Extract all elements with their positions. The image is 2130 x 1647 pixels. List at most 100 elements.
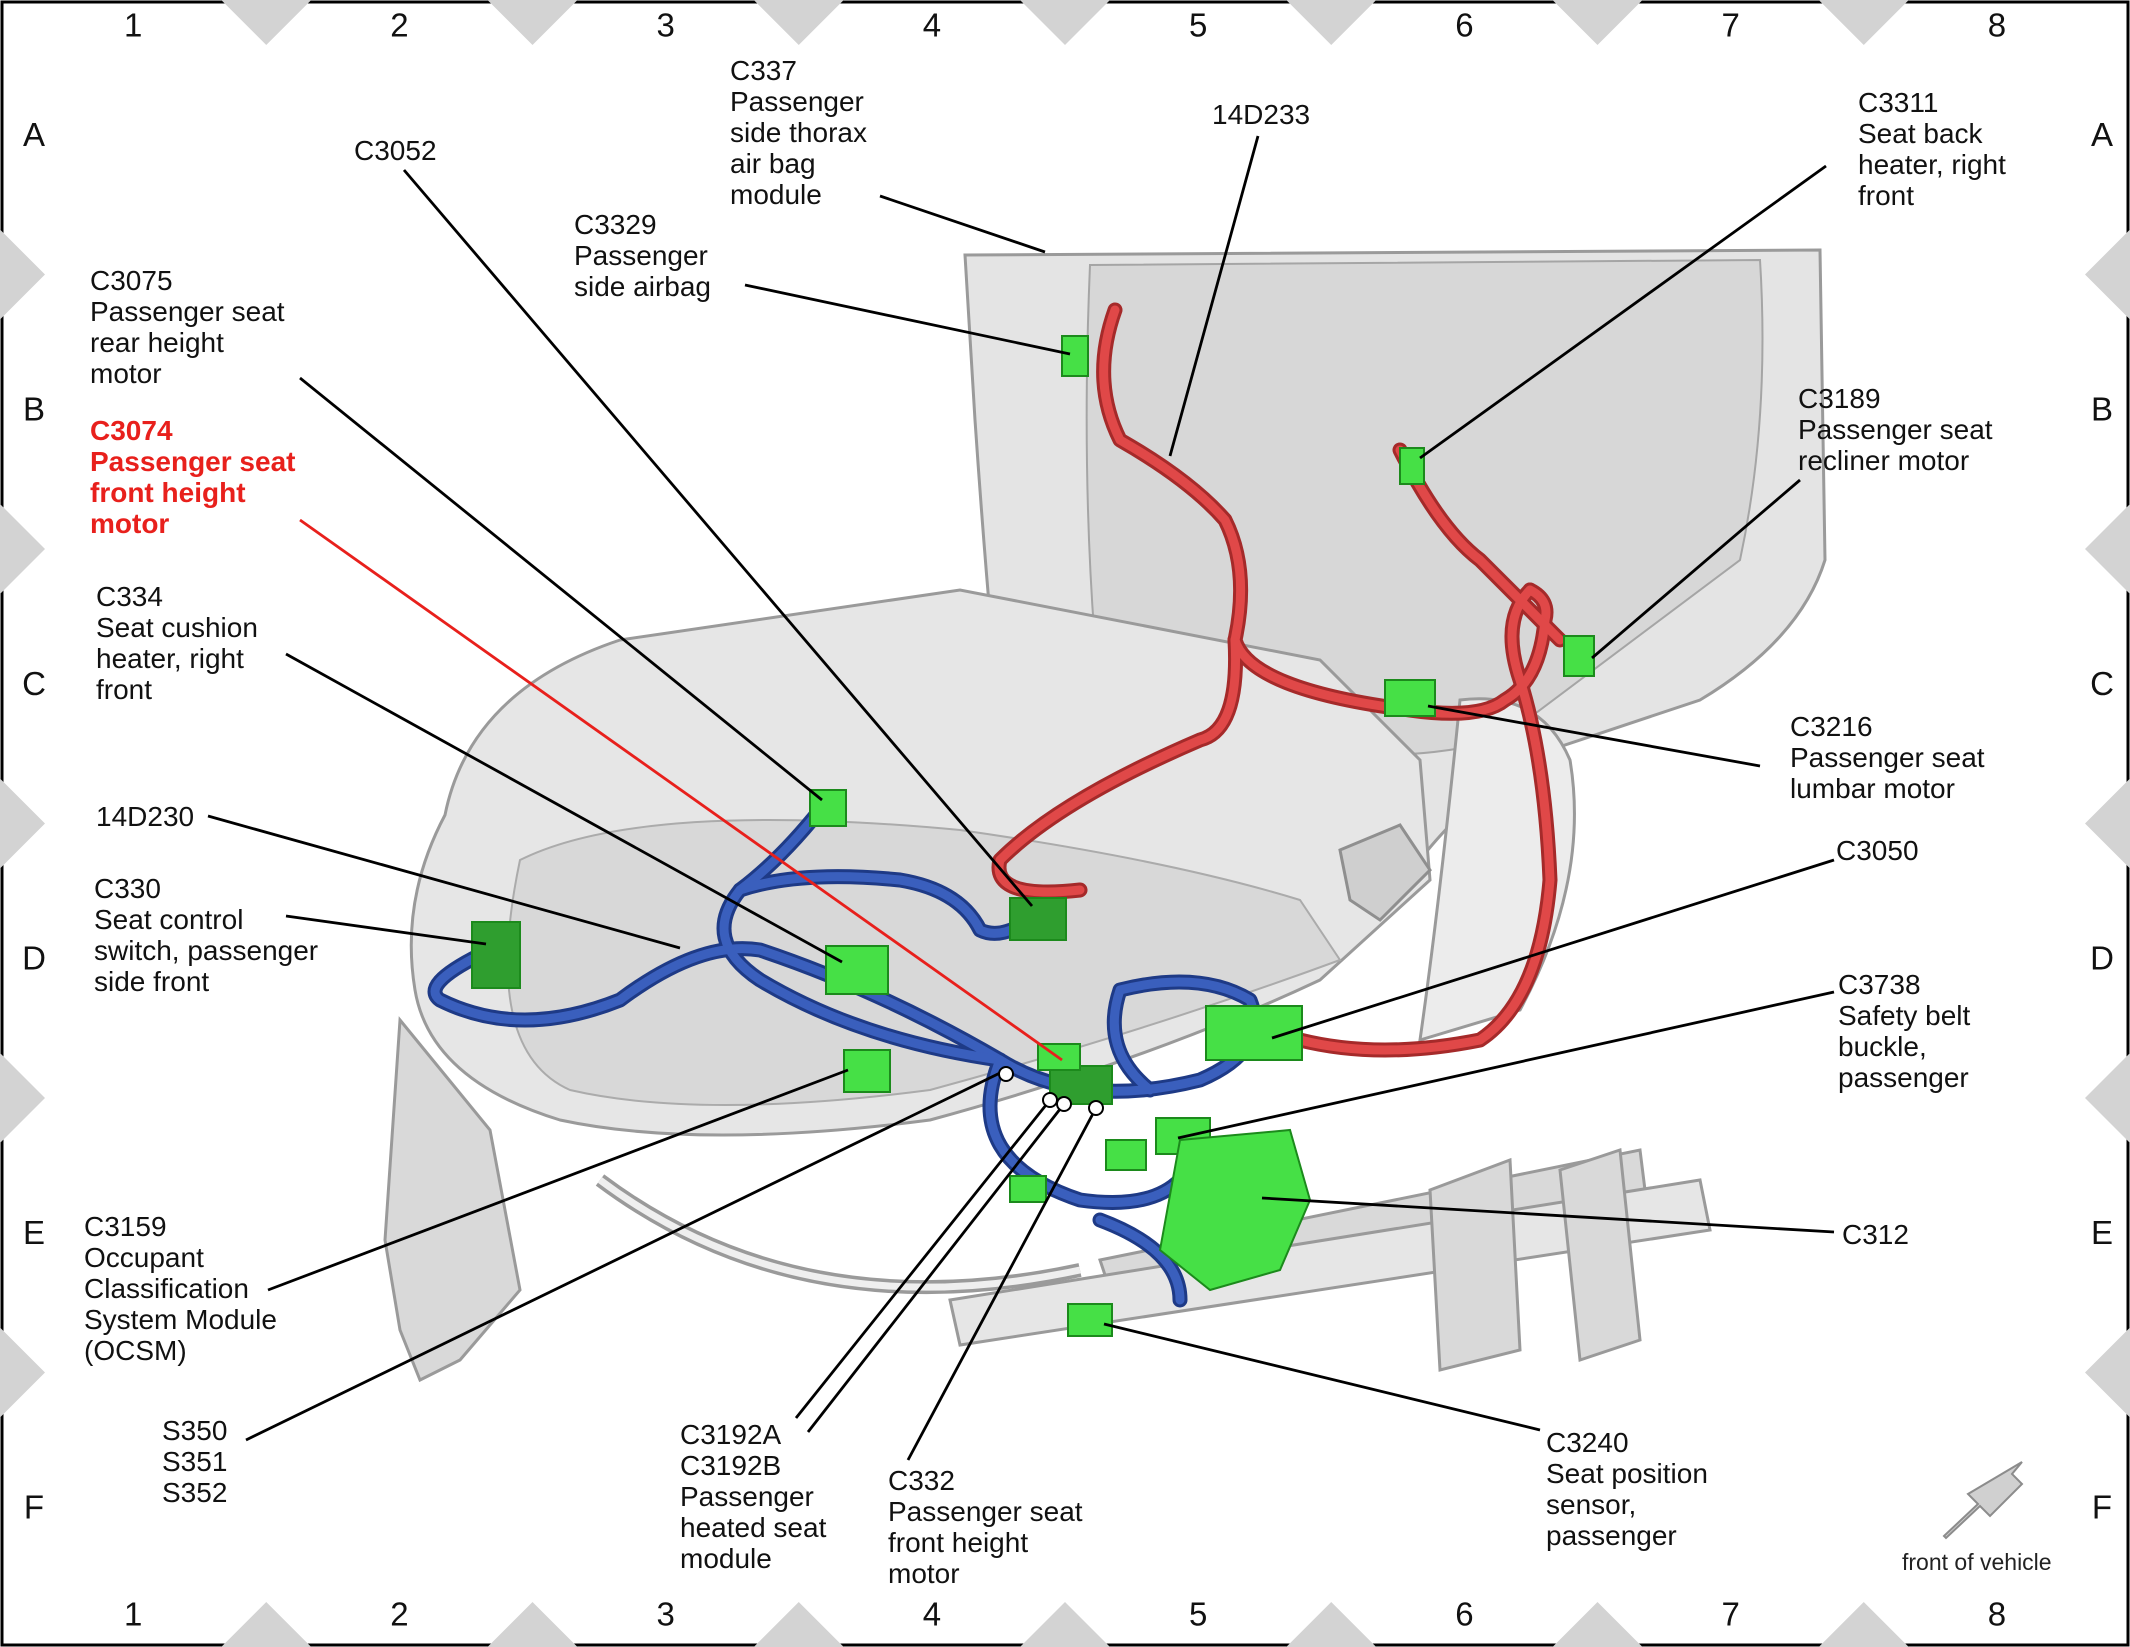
label-line: side airbag — [574, 271, 711, 302]
grid-marker-left — [0, 229, 45, 320]
label-line: front — [96, 674, 152, 705]
column-label-bottom: 4 — [923, 1596, 941, 1633]
grid-marker-top — [1286, 0, 1377, 45]
label-line: System Module — [84, 1304, 277, 1335]
column-label-bottom: 8 — [1988, 1596, 2006, 1633]
grid-marker-bottom — [1020, 1602, 1110, 1647]
label-line: heated seat — [680, 1512, 827, 1543]
connector-c312 — [1158, 1128, 1312, 1292]
label-line: Seat control — [94, 904, 243, 935]
leader-lines — [207, 135, 1835, 1461]
row-label-left: D — [22, 939, 46, 976]
leader-c312 — [1261, 1196, 1835, 1234]
grid-marker-bottom — [753, 1602, 844, 1647]
label-line: motor — [90, 358, 162, 389]
label-line: C3329 — [574, 209, 657, 240]
leader-c3050 — [1271, 858, 1835, 1040]
leader-c3311 — [1419, 164, 1827, 460]
leader-c334 — [285, 652, 843, 964]
leader-c3189 — [1591, 478, 1801, 660]
column-label-top: 3 — [656, 7, 674, 44]
label-line: C3240 — [1546, 1427, 1629, 1458]
row-label-right: D — [2090, 939, 2114, 976]
column-label-top: 8 — [1988, 7, 2006, 44]
connector-c330 — [471, 921, 521, 989]
connector-c332 — [1105, 1139, 1147, 1171]
leader-c3192b — [806, 1103, 1066, 1433]
leader-c3075 — [299, 376, 823, 802]
label-line: C3189 — [1798, 383, 1881, 414]
leader-c3159 — [267, 1068, 849, 1292]
leader-14d233 — [1168, 135, 1260, 457]
grid-marker-right — [2085, 504, 2130, 594]
grid-marker-right — [2085, 1053, 2130, 1143]
label-line: C3074 — [90, 415, 173, 446]
label-c3052: C3052 — [354, 135, 437, 166]
column-label-bottom: 2 — [390, 1596, 408, 1633]
label-line: Seat cushion — [96, 612, 258, 643]
grid-marker-left — [0, 1053, 45, 1143]
connector-c3189 — [1563, 635, 1595, 677]
label-14d233: 14D233 — [1212, 99, 1310, 130]
label-line: heater, right — [96, 643, 244, 674]
label-line: Passenger seat — [90, 296, 285, 327]
label-line: (OCSM) — [84, 1335, 187, 1366]
label-line: side thorax — [730, 117, 867, 148]
label-line: C3159 — [84, 1211, 167, 1242]
label-line: 14D233 — [1212, 99, 1310, 130]
label-line: heater, right — [1858, 149, 2006, 180]
connector-c3216 — [1384, 679, 1436, 717]
column-label-top: 6 — [1455, 7, 1473, 44]
label-line: S352 — [162, 1477, 227, 1508]
front-arrow-icon — [1942, 1461, 2024, 1540]
label-line: C312 — [1842, 1219, 1909, 1250]
label-line: C334 — [96, 581, 163, 612]
label-line: C3052 — [354, 135, 437, 166]
label-line: S350 — [162, 1415, 227, 1446]
label-line: C3050 — [1836, 835, 1919, 866]
splice-point — [1056, 1096, 1072, 1112]
grid-marker-bottom — [1552, 1602, 1643, 1647]
grid-marker-bottom — [221, 1602, 312, 1647]
label-line: C3311 — [1858, 87, 1938, 118]
grid-marker-top — [753, 0, 844, 45]
label-line: front — [1858, 180, 1914, 211]
label-line: C337 — [730, 55, 797, 86]
label-c312: C312 — [1842, 1219, 1909, 1250]
label-line: side front — [94, 966, 209, 997]
grid-marker-right — [2085, 778, 2130, 869]
label-c3050: C3050 — [1836, 835, 1919, 866]
leader-c332 — [906, 1107, 1098, 1461]
leader-14d230 — [207, 814, 681, 950]
splice-point — [1042, 1092, 1058, 1108]
leader-c3216 — [1427, 704, 1761, 768]
leader-s350 — [245, 1070, 1003, 1442]
label-line: Passenger — [680, 1481, 814, 1512]
leader-c3192a — [794, 1099, 1052, 1419]
label-line: module — [680, 1543, 772, 1574]
label-line: buckle, — [1838, 1031, 1927, 1062]
label-line: C3738 — [1838, 969, 1921, 1000]
label-line: front height — [90, 477, 246, 508]
leader-c3329 — [744, 283, 1071, 356]
harness-14d233 — [991, 302, 1568, 1058]
harness-14d230 — [427, 802, 1262, 1308]
column-label-bottom: 3 — [656, 1596, 674, 1633]
row-label-right: F — [2092, 1488, 2112, 1525]
label-line: Passenger seat — [1790, 742, 1985, 773]
grid-marker-bottom — [1818, 1602, 1909, 1647]
label-line: Seat back — [1858, 118, 1984, 149]
label-line: S351 — [162, 1446, 227, 1477]
